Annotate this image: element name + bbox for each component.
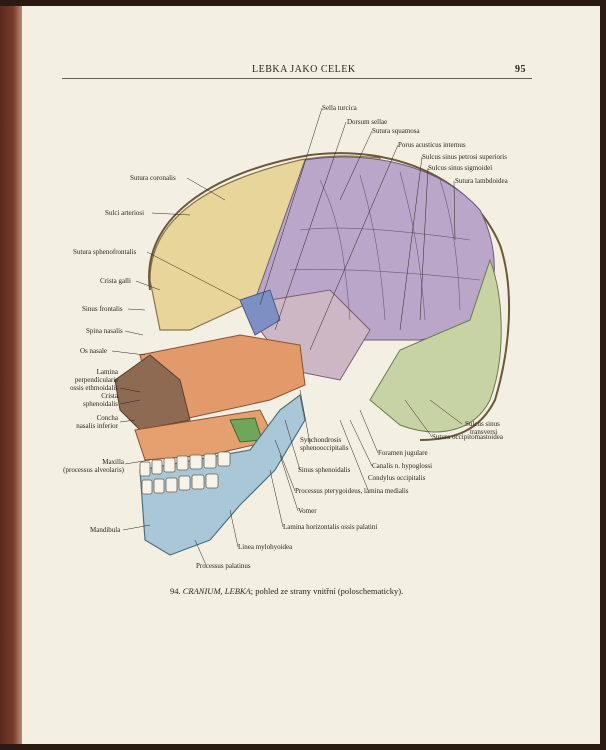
label-concha-1: Concha (96, 414, 118, 422)
label-maxilla-2: (processus alveolaris) (63, 466, 124, 474)
nasal-concha (114, 354, 191, 431)
mandible (139, 393, 306, 556)
page-edge-right (600, 0, 606, 750)
label-sutura-squamosa: Sutura squamosa (372, 127, 420, 135)
label-mandibula: Mandibula (90, 526, 121, 534)
teeth (139, 451, 231, 495)
running-title: LEBKA JAKO CELEK (252, 64, 356, 75)
page-edge-bottom (0, 744, 606, 750)
page-edge-top (0, 0, 606, 6)
label-crista-sph-1: Crista (101, 392, 118, 400)
label-sella-turcica: Sella turcica (322, 104, 357, 112)
caption-title: CRANIUM, LEBKA (182, 586, 251, 596)
label-sinus-frontalis: Sinus frontalis (82, 305, 123, 313)
running-header: LEBKA JAKO CELEK 95 (62, 60, 532, 79)
sphenoid-region (239, 289, 281, 336)
occipital-bone (369, 258, 502, 433)
label-foramen-jugulare: Foramen jugulare (378, 449, 428, 457)
caption-text: ; pohled ze strany vnitřní (poloschemati… (250, 586, 404, 596)
label-sulcus-transversi-1: Sulcus sinus (465, 420, 500, 428)
label-concha-2: nasalis inferior (76, 422, 118, 430)
label-sutura-sphenofrontalis: Sutura sphenofrontalis (73, 248, 137, 256)
label-sulcus-petrosi: Sulcus sinus petrosi superioris (422, 153, 507, 161)
label-synchondrosis-1: Synchondrosis (300, 436, 342, 444)
figure-caption: 94. CRANIUM, LEBKA; pohled ze strany vni… (170, 586, 403, 596)
label-sutura-coronalis: Sutura coronalis (130, 174, 176, 182)
label-maxilla-1: Maxilla (102, 458, 124, 466)
label-linea-mylohyoidea: Linea mylohyoidea (238, 543, 293, 551)
label-processus-palatinus: Processus palatinus (196, 562, 251, 570)
label-lamina-3: ossis ethmoidalis (69, 384, 118, 392)
page-number: 95 (515, 64, 526, 75)
label-sutura-lambdoidea: Sutura lambdoidea (455, 177, 508, 185)
leader-lines (111, 107, 463, 566)
caption-number: 94. (170, 586, 181, 596)
label-dorsum-sellae: Dorsum sellae (347, 118, 388, 126)
label-os-nasale: Os nasale (80, 347, 108, 355)
book-binding (0, 0, 22, 750)
label-canalis-hypoglossi: Canalis n. hypoglossi (372, 462, 433, 470)
label-lamina-1: Lamina (96, 368, 118, 376)
label-vomer: Vomer (298, 507, 317, 515)
label-processus-pterygoideus: Processus pterygoideus, lamina medialis (295, 487, 409, 495)
label-lamina-horizontalis: Lamina horizontalis ossis palatini (283, 523, 378, 531)
label-sulci-arteriosi: Sulci arteriosi (105, 209, 145, 217)
label-spina-nasalis: Spina nasalis (86, 327, 123, 335)
label-lamina-2: perpendicularis (74, 376, 118, 384)
label-synchondrosis-2: sphenooccipitalis (300, 444, 349, 452)
label-crista-galli: Crista galli (100, 277, 131, 285)
label-porus-acusticus: Porus acusticus internus (398, 141, 466, 149)
label-sinus-sphenoidalis: Sinus sphenoidalis (298, 466, 351, 474)
sulci-lines (289, 171, 481, 321)
label-sutura-occipitomastoidea: Sutura occipitomastoidea (432, 433, 503, 441)
label-sulcus-sigmoidei: Sulcus sinus sigmoidei (428, 164, 493, 172)
label-crista-sph-2: sphenoidalis (83, 400, 118, 408)
label-sulcus-transversi-2: transversi (470, 428, 498, 436)
label-condylus-occipitalis: Condylus occipitalis (368, 474, 426, 482)
